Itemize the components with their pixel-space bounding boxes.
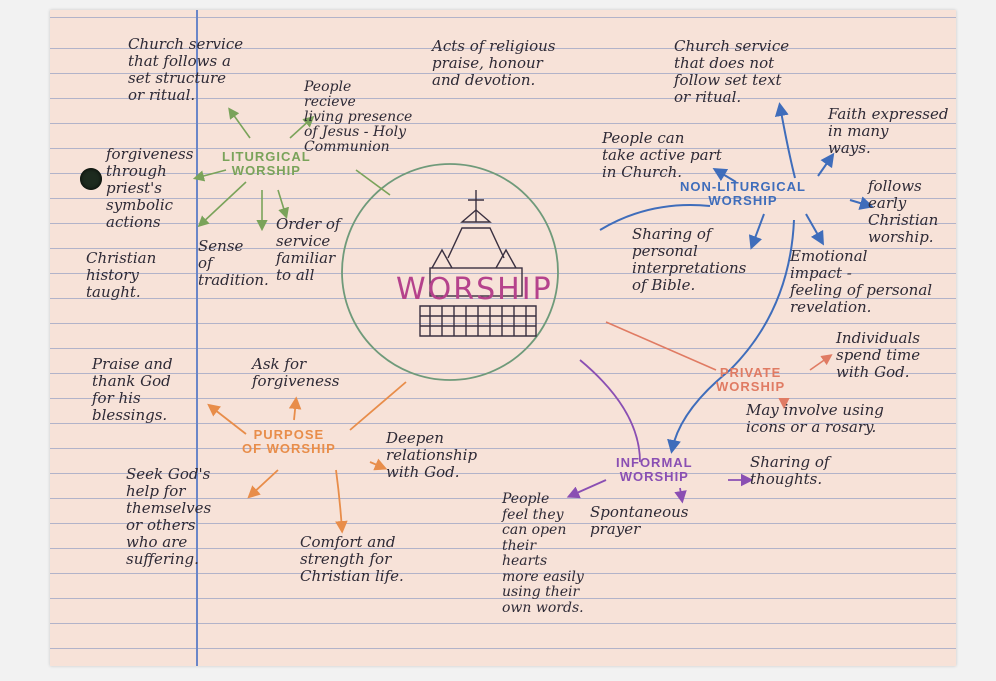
informal-worship-heading: INFORMAL WORSHIP [616,455,693,484]
arrow-to-sharing [748,213,765,250]
purpose-note-ask: Ask for forgiveness [252,355,340,390]
private-note-icons: May involve using icons or a rosary. [746,401,884,436]
arrow-to-holy-communion [289,115,315,139]
private-note-individuals: Individuals spend time with God. [836,329,921,381]
link-liturgical-centre [355,169,391,196]
informal-note-hearts: People feel they can open their hearts m… [502,491,584,616]
link-centre-private [605,321,717,371]
arrow-to-comfort [335,469,348,534]
arrow-to-forgiveness [192,169,227,182]
purpose-note-deepen: Deepen relationship with God. [386,429,478,481]
non-liturgical-note-faith: Faith expressed in many ways. [828,105,949,157]
notebook-page: WORSHIP Acts of religious praise, honour… [50,10,956,666]
arrow-to-individuals [809,354,833,371]
liturgical-note-holy-communion: People recieve living presence of Jesus … [304,79,413,155]
arrow-to-informal [667,219,795,454]
arrow-to-praise [207,403,247,435]
non-liturgical-note-sharing: Sharing of personal interpretations of B… [632,225,747,294]
arrow-to-hearts [566,479,607,499]
arrow-to-faith [817,152,835,177]
liturgical-note-tradition: Sense of tradition. [198,237,269,289]
church-drawing [419,190,537,337]
punch-hole [80,168,102,190]
informal-note-spontaneous: Spontaneous prayer [590,503,689,538]
non-liturgical-note-emotional: Emotional impact - feeling of personal r… [790,247,933,316]
purpose-note-comfort: Comfort and strength for Christian life. [300,533,404,585]
arrow-to-emotional [805,213,824,246]
arrow-to-order [277,189,289,220]
liturgical-note-order: Order of service familiar to all [276,215,341,284]
arrow-to-set-structure [228,107,251,139]
liturgical-note-history: Christian history taught. [86,249,157,301]
liturgical-worship-heading: LITURGICAL WORSHIP [222,149,311,178]
private-worship-heading: PRIVATE WORSHIP [716,365,786,394]
liturgical-note-set-structure: Church service that follows a set struct… [128,35,244,104]
arrow-to-early [849,196,874,210]
arrow-to-deepen [369,458,388,471]
centre-circle [341,163,559,381]
purpose-note-seek: Seek God's help for themselves or others… [126,465,212,568]
margin-line [196,10,198,666]
non-liturgical-note-no-set-text: Church service that does not follow set … [674,37,790,106]
arrow-to-spontaneous [674,487,687,504]
link-centre-purpose [349,381,407,431]
purpose-of-worship-heading: PURPOSE OF WORSHIP [242,427,336,456]
arrow-to-history [197,181,247,228]
link-centre-informal [579,359,641,463]
definition-note: Acts of religious praise, honour and dev… [432,37,556,89]
arrow-to-active-part [712,167,737,183]
purpose-note-praise: Praise and thank God for his blessings. [92,355,173,424]
arrow-to-seek [247,469,279,499]
non-liturgical-note-early: follows early Christian worship. [868,177,939,246]
liturgical-note-forgiveness: forgiveness through priest's symbolic ac… [106,145,194,231]
link-centre-non-liturgical [599,204,711,231]
arrow-to-ask [288,396,302,421]
centre-title: WORSHIP [396,272,553,307]
informal-note-thoughts: Sharing of thoughts. [750,453,830,488]
non-liturgical-note-active-part: People can take active part in Church. [602,129,722,181]
non-liturgical-worship-heading: NON-LITURGICAL WORSHIP [680,179,806,208]
arrow-to-no-set-text [774,102,796,179]
mind-map-connectors [192,102,874,534]
